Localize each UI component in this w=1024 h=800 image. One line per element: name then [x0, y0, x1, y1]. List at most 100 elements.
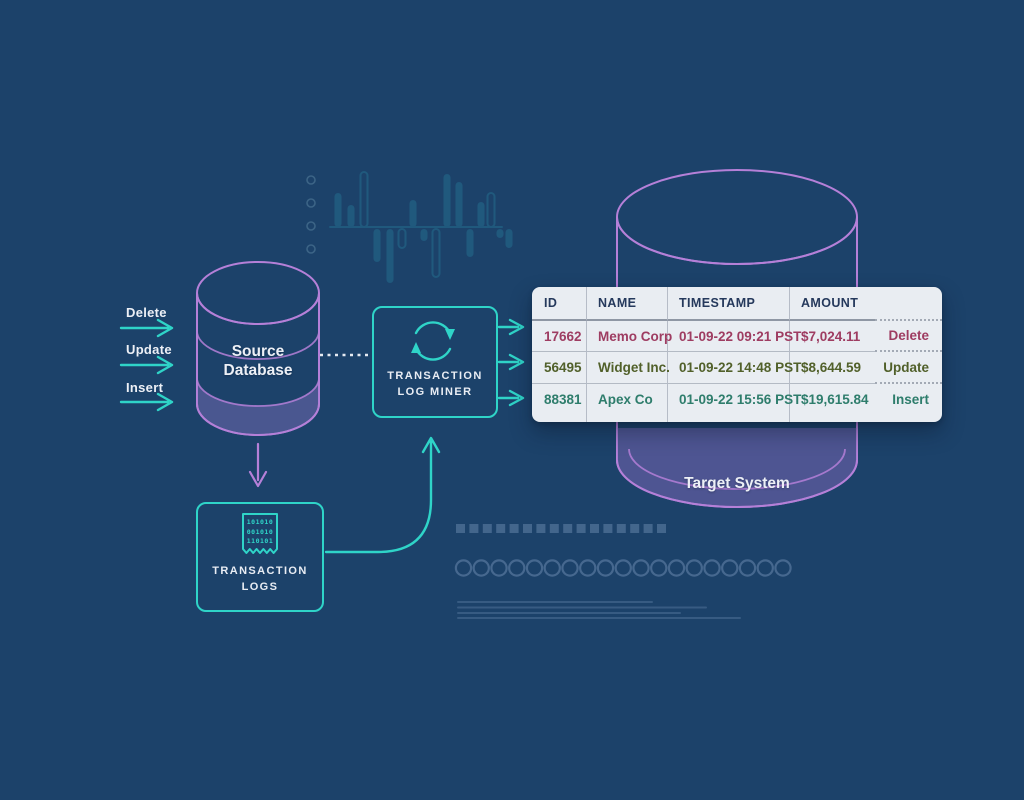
source-to-logs-arrow — [248, 442, 268, 488]
receipt-binary-text: 101010 001010 110101 — [246, 518, 274, 547]
table-header-timestamp: TIMESTAMP — [668, 287, 790, 321]
decor-bar — [466, 229, 474, 257]
decor-circle — [632, 559, 650, 577]
transactions-table: ID NAME TIMESTAMP AMOUNT 17662 Memo Corp… — [532, 287, 942, 422]
decor-dot — [306, 175, 316, 185]
decor-square — [603, 524, 613, 533]
op-label-insert: Insert — [126, 380, 164, 395]
target-cylinder-top — [616, 169, 858, 265]
decor-circle — [774, 559, 792, 577]
cell-operation: Delete — [875, 321, 942, 352]
cell-id: 56495 — [532, 352, 587, 384]
decor-square — [643, 524, 653, 533]
decor-bar — [397, 228, 407, 249]
decor-bar — [505, 229, 513, 248]
decor-bar — [373, 229, 381, 262]
target-cylinder-bottom-edge — [616, 459, 858, 508]
decor-bar — [334, 193, 342, 227]
table-header-amount: AMOUNT — [790, 287, 875, 321]
target-system-cylinder — [616, 169, 858, 508]
decor-square — [563, 524, 573, 533]
source-cylinder-ring-1 — [196, 330, 320, 360]
decor-line — [457, 606, 707, 609]
op-label-update: Update — [126, 342, 172, 357]
decor-square — [469, 524, 479, 533]
decor-line — [457, 617, 741, 619]
delete-input-arrow — [119, 318, 174, 338]
cell-timestamp: 01-09-22 15:56 PST — [668, 384, 801, 422]
decor-circle — [508, 559, 526, 577]
decor-circle — [685, 559, 703, 577]
decor-circle — [667, 559, 686, 577]
table-header-name: NAME — [587, 287, 668, 321]
decorative-bars — [334, 171, 513, 283]
decor-circle — [543, 559, 561, 577]
cell-id: 17662 — [532, 321, 587, 352]
decor-bar — [386, 229, 394, 283]
cell-id: 88381 — [532, 384, 587, 422]
source-cylinder-top — [196, 261, 320, 325]
decor-dot — [306, 244, 316, 254]
decor-circle — [454, 559, 473, 577]
miner-to-table-arrow-3 — [497, 389, 525, 407]
decor-circle — [614, 559, 632, 577]
cell-operation: Insert — [892, 392, 929, 407]
insert-input-arrow — [119, 392, 174, 412]
decor-bar — [420, 229, 428, 241]
decor-circle — [756, 559, 774, 577]
decor-square — [456, 524, 465, 533]
decor-square — [482, 524, 492, 533]
decorative-circle-row — [454, 559, 792, 577]
decor-circle — [721, 559, 739, 577]
cell-amount: $7,024.11 — [790, 321, 875, 352]
decor-square — [496, 524, 506, 533]
cell-name: Widget Inc. — [587, 352, 670, 384]
decor-square — [590, 524, 599, 533]
source-database-label: Source Database — [223, 343, 293, 379]
table-header-operation-spacer — [875, 287, 942, 321]
cell-operation: Update — [875, 352, 942, 384]
cell-name: Memo Corp — [587, 321, 672, 352]
cell-amount: $19,615.84 — [801, 392, 869, 407]
decor-bar — [347, 205, 355, 227]
op-label-delete: Delete — [126, 305, 167, 320]
decorative-axis-dots — [306, 175, 316, 254]
decorative-line-row — [457, 601, 741, 619]
decor-circle — [472, 559, 490, 577]
decor-circle — [525, 559, 544, 577]
decor-square — [576, 524, 586, 533]
decor-square — [616, 524, 626, 533]
decor-circle — [490, 559, 508, 577]
source-cylinder-bottom-edge — [196, 403, 320, 436]
decor-square — [536, 524, 546, 533]
decor-circle — [596, 559, 615, 577]
decor-square — [630, 524, 640, 533]
decor-circle — [561, 559, 579, 577]
miner-to-table-arrow-1 — [497, 318, 525, 336]
cell-timestamp: 01-09-22 14:48 PST — [668, 352, 801, 384]
receipt-binary-icon — [242, 513, 278, 554]
decor-line — [457, 601, 653, 603]
decorative-square-row — [456, 524, 666, 533]
decor-bar — [359, 171, 369, 228]
transaction-log-miner-box — [372, 306, 498, 418]
transaction-logs-label: TRANSACTION LOGS — [212, 565, 308, 593]
table-header-id: ID — [532, 287, 587, 321]
decor-circle — [738, 559, 757, 577]
decor-bar — [496, 229, 504, 238]
cell-amount: $8,644.59 — [790, 352, 875, 384]
target-cylinder-bottom-cap — [617, 428, 857, 507]
binary-line-1: 101010 — [246, 518, 274, 526]
decor-bar — [409, 200, 417, 227]
source-database-cylinder — [196, 261, 320, 436]
sync-icon — [411, 321, 455, 361]
decor-square — [549, 524, 559, 533]
logs-to-miner-curved-arrow — [324, 436, 441, 554]
source-cylinder-ring-2 — [196, 377, 320, 407]
decor-square — [523, 524, 532, 533]
cell-timestamp: 01-09-22 09:21 PST — [668, 321, 801, 352]
decor-bar — [477, 202, 485, 227]
decor-line — [457, 612, 681, 614]
